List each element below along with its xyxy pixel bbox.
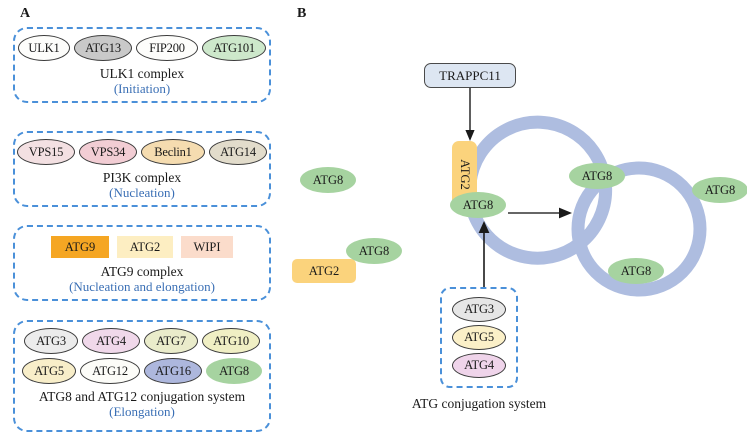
atg8-autophagosome-topleft: ATG8 xyxy=(569,163,625,189)
arrow-maturation-head xyxy=(559,207,572,219)
node-atg7: ATG7 xyxy=(144,328,198,354)
node-atg13: ATG13 xyxy=(74,35,132,61)
node-atg16: ATG16 xyxy=(144,358,202,384)
atg8-phagophore-left: ATG8 xyxy=(300,167,356,193)
group-subtitle-nucleation: (Nucleation) xyxy=(109,185,175,201)
node-label: ATG10 xyxy=(213,333,249,348)
node-label: ATG4 xyxy=(464,358,494,373)
node-label: FIP200 xyxy=(149,40,185,55)
panel-a-letter: A xyxy=(20,6,31,21)
node-label: ATG9 xyxy=(64,239,96,254)
atg2-horizontal-label: ATG2 xyxy=(308,263,340,278)
node-label: ATG3 xyxy=(36,333,66,348)
group-box-pi3k-complex: VPS15 VPS34 Beclin1 ATG14 PI3K complex (… xyxy=(13,131,271,207)
node-label: WIPI xyxy=(193,239,221,254)
node-label: ATG3 xyxy=(464,302,494,317)
node-label: VPS15 xyxy=(28,144,64,159)
node-row-conjugation-2: ATG5 ATG12 ATG16 ATG8 xyxy=(15,358,269,384)
atg2-vertical-label: ATG2 xyxy=(458,158,472,190)
node-label: ATG8 xyxy=(219,363,249,378)
group-box-conjugation-system: ATG3 ATG4 ATG7 ATG10 ATG5 ATG12 ATG16 AT… xyxy=(13,320,271,432)
node-row-pi3k: VPS15 VPS34 Beclin1 ATG14 xyxy=(15,139,269,165)
atg8-label: ATG8 xyxy=(620,263,652,278)
node-label: ATG101 xyxy=(213,40,255,55)
node-label: VPS34 xyxy=(90,144,126,159)
node-label: ATG14 xyxy=(220,144,256,159)
trappc11-box: TRAPPC11 xyxy=(424,63,516,88)
node-atg5: ATG5 xyxy=(22,358,76,384)
node-atg12: ATG12 xyxy=(80,358,140,384)
node-label: ATG13 xyxy=(85,40,121,55)
arrow-conjugation-to-atg8-head xyxy=(478,221,490,233)
node-row-ulk1: ULK1 ATG13 FIP200 ATG101 xyxy=(15,35,269,61)
node-label: ATG12 xyxy=(92,363,128,378)
atg8-phagophore-bottom: ATG8 xyxy=(346,238,402,264)
node-label: ATG16 xyxy=(155,363,191,378)
node-label: ATG4 xyxy=(96,333,126,348)
panel-b-letter: B xyxy=(297,6,307,21)
node-atg3: ATG3 xyxy=(24,328,78,354)
node-conj-atg3: ATG3 xyxy=(452,297,506,322)
atg2-horizontal-box: ATG2 xyxy=(292,259,356,283)
atg8-autophagosome-bottom: ATG8 xyxy=(608,258,664,284)
node-label: ATG5 xyxy=(34,363,64,378)
group-subtitle-nucleation-elongation: (Nucleation and elongation) xyxy=(69,279,215,295)
atg8-label: ATG8 xyxy=(462,197,494,212)
atg8-label: ATG8 xyxy=(704,182,736,197)
node-beclin1: Beclin1 xyxy=(141,139,205,165)
node-label: ATG5 xyxy=(464,330,494,345)
node-conj-atg5: ATG5 xyxy=(452,325,506,350)
node-conj-atg4: ATG4 xyxy=(452,353,506,378)
group-subtitle-initiation: (Initiation) xyxy=(113,81,171,97)
atg8-phagophore-tip: ATG8 xyxy=(450,192,506,218)
node-atg9: ATG9 xyxy=(51,236,109,258)
node-atg4: ATG4 xyxy=(82,328,140,354)
group-title-pi3k: PI3K complex xyxy=(102,170,182,185)
node-label: Beclin1 xyxy=(154,144,192,159)
phagophore-ring xyxy=(463,115,613,265)
atg8-label: ATG8 xyxy=(312,172,344,187)
conjugation-system-box: ATG3 ATG5 ATG4 xyxy=(440,287,518,388)
trappc11-label: TRAPPC11 xyxy=(439,67,501,83)
group-box-atg9-complex: ATG9 ATG2 WIPI ATG9 complex (Nucleation … xyxy=(13,225,271,301)
node-label: ULK1 xyxy=(28,40,60,55)
group-box-ulk1-complex: ULK1 ATG13 FIP200 ATG101 ULK1 complex (I… xyxy=(13,27,271,103)
node-row-atg9: ATG9 ATG2 WIPI xyxy=(15,236,269,258)
arrow-trappc11-to-atg2-head xyxy=(465,130,475,141)
node-label: ATG7 xyxy=(156,333,186,348)
node-vps34: VPS34 xyxy=(79,139,137,165)
group-subtitle-elongation: (Elongation) xyxy=(109,404,175,420)
node-atg2: ATG2 xyxy=(117,236,173,258)
node-ulk1: ULK1 xyxy=(18,35,70,61)
atg8-autophagosome-right: ATG8 xyxy=(692,177,747,203)
node-fip200: FIP200 xyxy=(136,35,198,61)
node-row-conjugation-1: ATG3 ATG4 ATG7 ATG10 xyxy=(15,328,269,354)
node-atg8: ATG8 xyxy=(206,358,262,384)
node-vps15: VPS15 xyxy=(17,139,75,165)
node-atg101: ATG101 xyxy=(202,35,266,61)
node-wipi: WIPI xyxy=(181,236,233,258)
conjugation-system-caption: ATG conjugation system xyxy=(411,396,547,411)
node-atg14: ATG14 xyxy=(209,139,267,165)
group-title-ulk1: ULK1 complex xyxy=(99,66,185,81)
atg8-label: ATG8 xyxy=(581,168,613,183)
group-title-atg9: ATG9 complex xyxy=(100,264,184,279)
atg8-label: ATG8 xyxy=(358,243,390,258)
node-atg10: ATG10 xyxy=(202,328,260,354)
group-title-conjugation: ATG8 and ATG12 conjugation system xyxy=(38,389,246,404)
node-label: ATG2 xyxy=(129,239,161,254)
